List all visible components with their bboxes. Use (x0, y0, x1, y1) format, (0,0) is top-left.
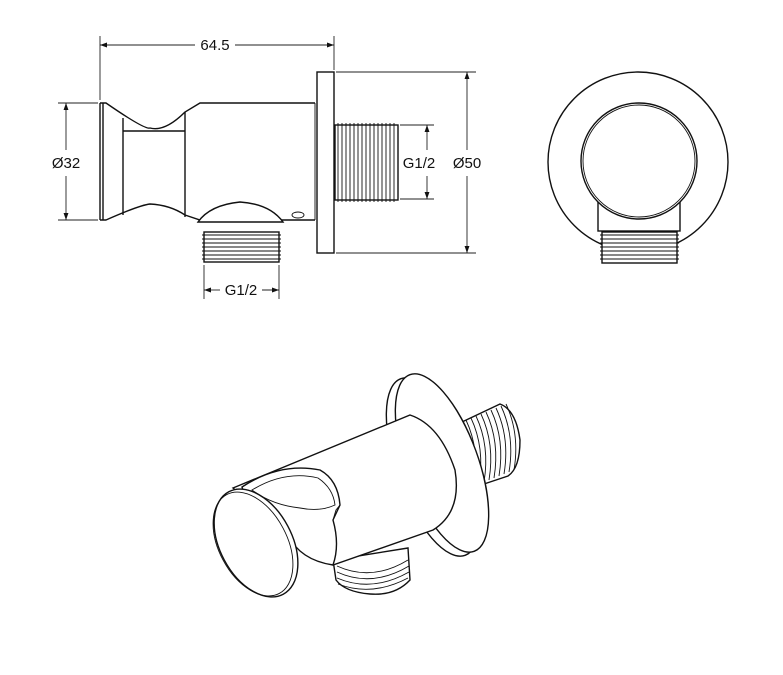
flange (316, 71, 335, 254)
wall-thread (334, 123, 399, 202)
dimension-body-diameter: Ø32 (52, 102, 98, 221)
body (99, 102, 315, 221)
dimension-flange-diameter: Ø50 (336, 71, 481, 254)
thread-body (601, 231, 678, 264)
body-outline (580, 102, 698, 220)
iso-outlet-thread (332, 547, 411, 595)
outlet-thread (202, 231, 281, 263)
side-view: 64.5 Ø32 G1/2 Ø50 (52, 36, 481, 299)
label-outlet-thread: G1/2 (225, 282, 258, 299)
label-body-diameter: Ø32 (52, 155, 80, 172)
label-flange-diameter: Ø50 (453, 155, 481, 172)
front-view (547, 71, 729, 264)
label-wall-thread: G1/2 (403, 155, 436, 172)
set-screw-hole (291, 211, 305, 219)
outlet-dome (196, 201, 285, 223)
dimension-overall-length: 64.5 (99, 36, 335, 100)
label-overall-length: 64.5 (200, 37, 229, 54)
thread-body (334, 124, 399, 201)
dimension-outlet-thread: G1/2 (203, 265, 280, 299)
dimension-wall-thread: G1/2 (400, 124, 436, 200)
front-outlet-thread (600, 231, 679, 264)
iso-end-cap (213, 488, 299, 598)
isometric-view (212, 373, 521, 598)
